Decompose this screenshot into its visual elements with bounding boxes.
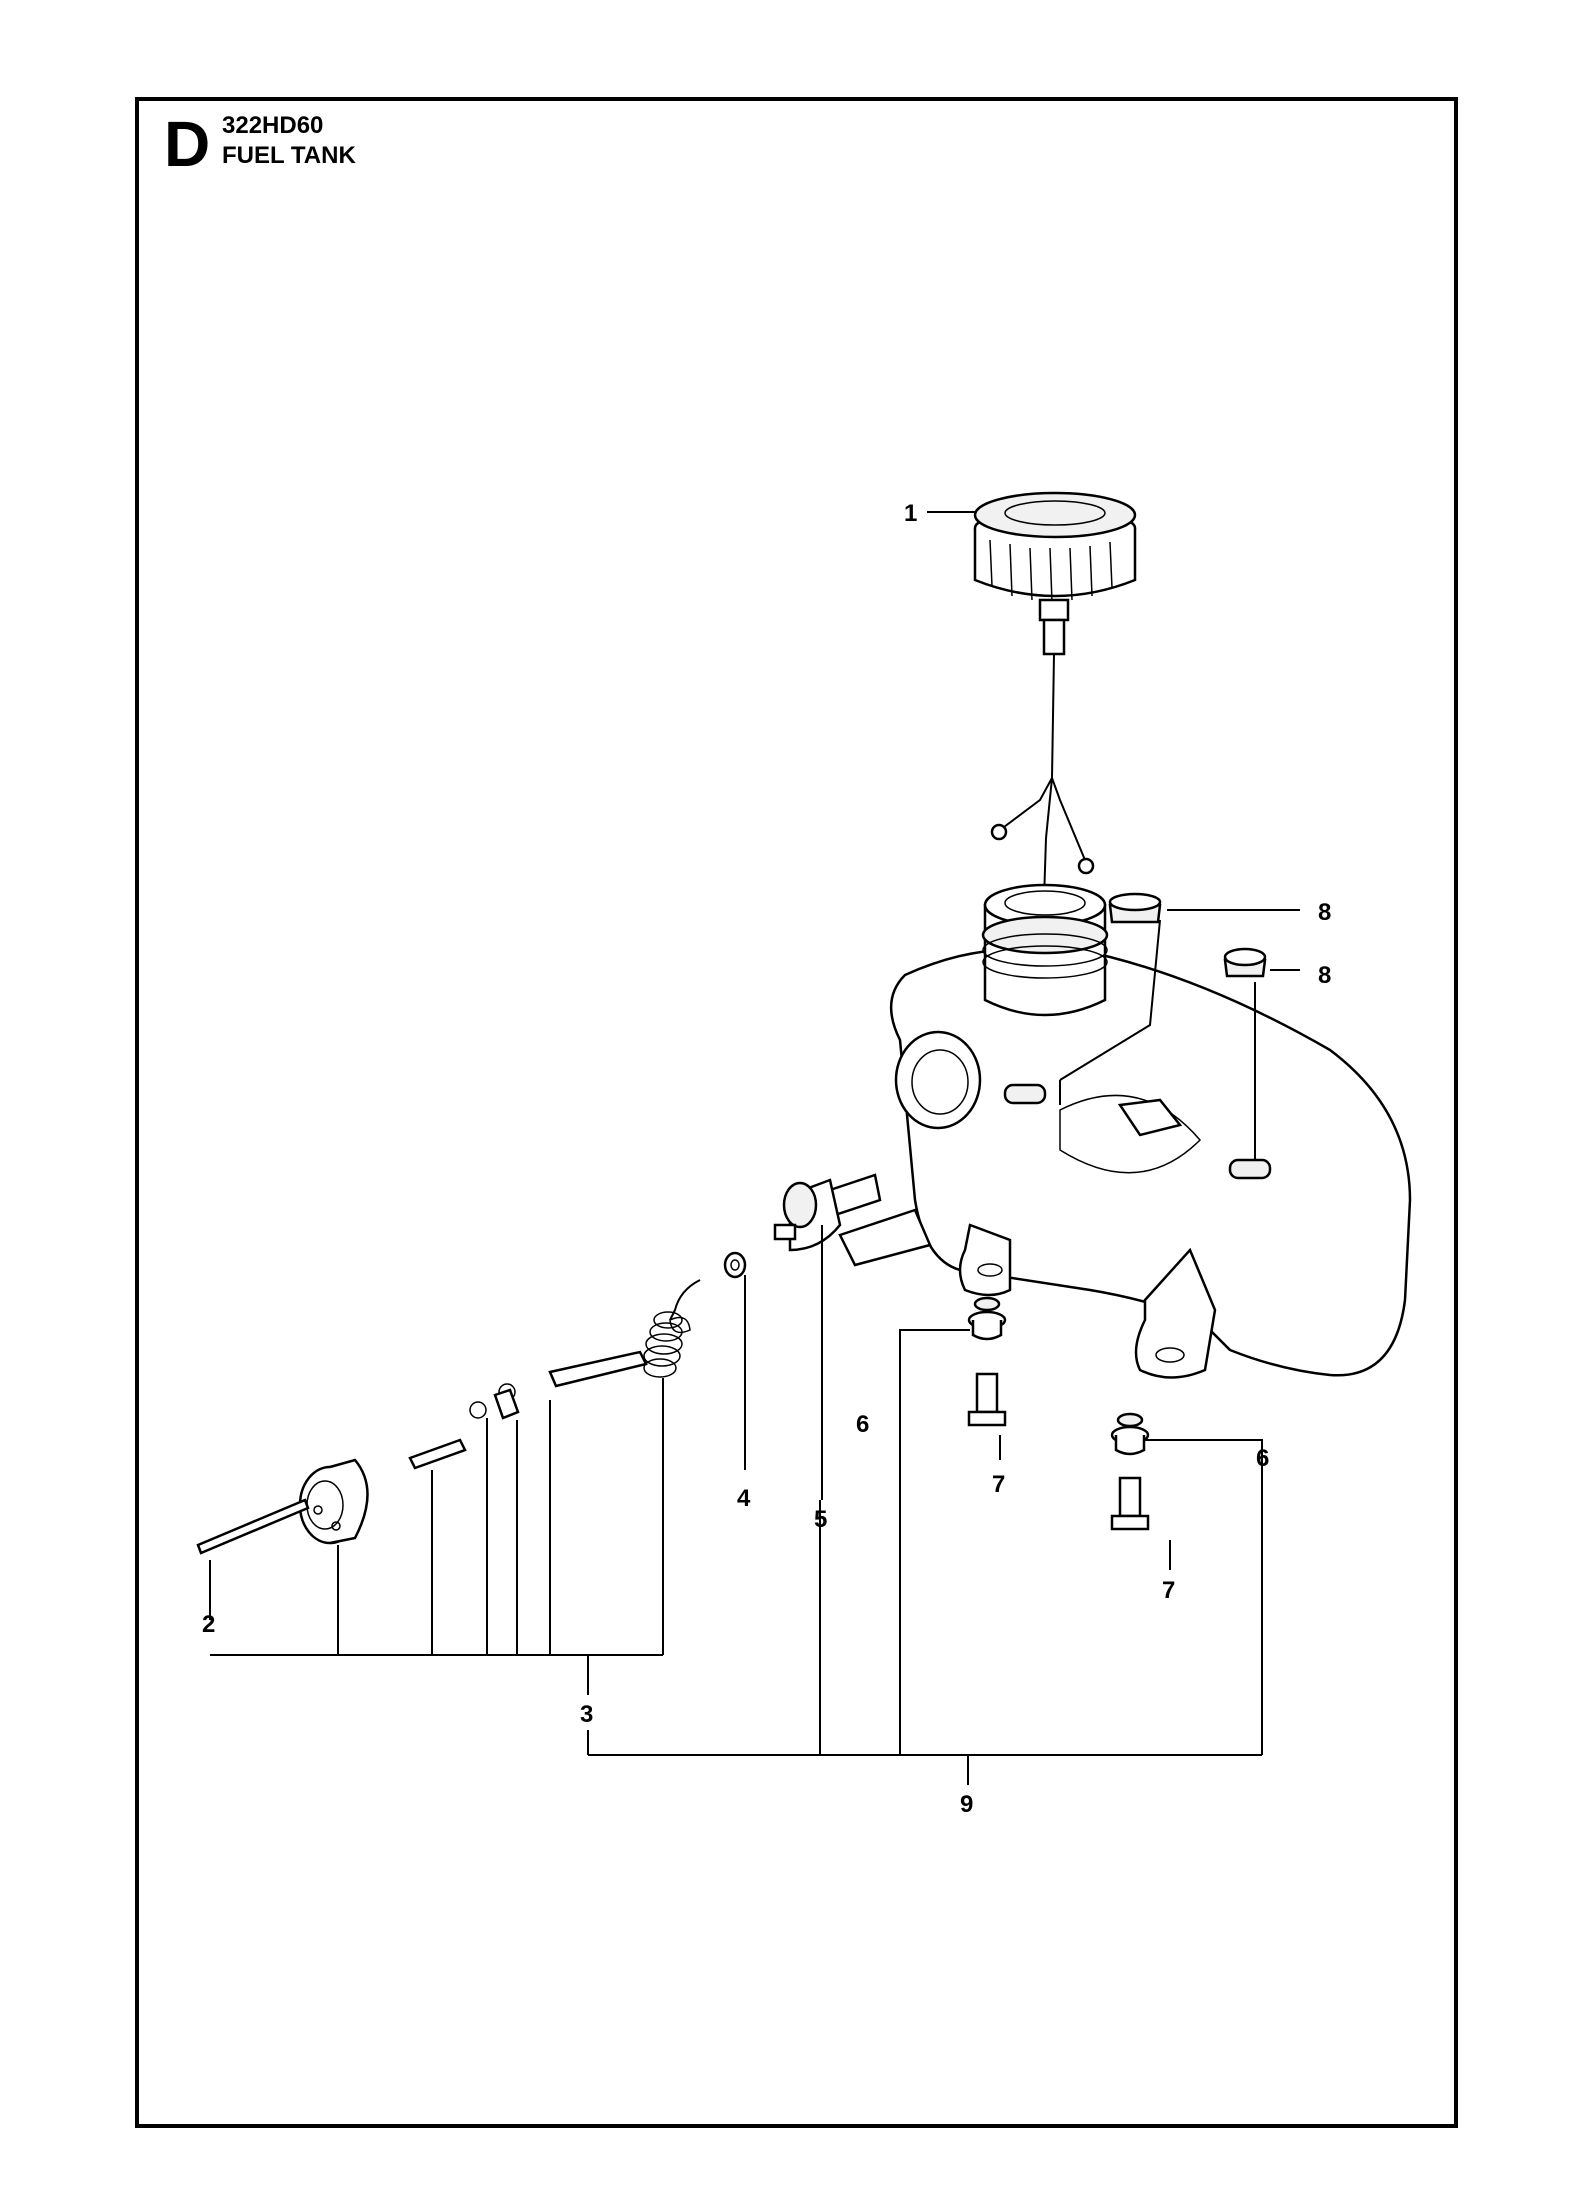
callout-9: 9 [960,1791,973,1818]
page-frame [135,97,1458,2128]
leader-lines [209,511,1300,1785]
bushing-screw-right [1110,1412,1150,1531]
callout-7a: 7 [992,1471,1005,1498]
fuel-pickup-hose [196,1279,701,1555]
callout-7b: 7 [1162,1577,1175,1604]
callout-6b: 6 [1256,1445,1269,1472]
callout-4: 4 [737,1485,751,1512]
fuel-cap [973,491,1137,901]
callout-2: 2 [202,1611,215,1638]
callout-8b: 8 [1318,962,1331,989]
model-number: 322HD60 [222,112,324,139]
bushing-screw-left [967,1296,1007,1427]
washer [723,1251,747,1279]
section-title: FUEL TANK [222,142,356,169]
grommets [1108,892,1267,978]
fuel-hose-elbow [773,1178,842,1252]
callout-6a: 6 [856,1411,869,1438]
callout-1: 1 [904,500,917,527]
section-letter: D [164,108,211,180]
callout-3: 3 [580,1701,593,1728]
callout-8a: 8 [1318,899,1331,926]
fuel-tank [828,883,1412,1379]
callout-5: 5 [814,1506,827,1533]
